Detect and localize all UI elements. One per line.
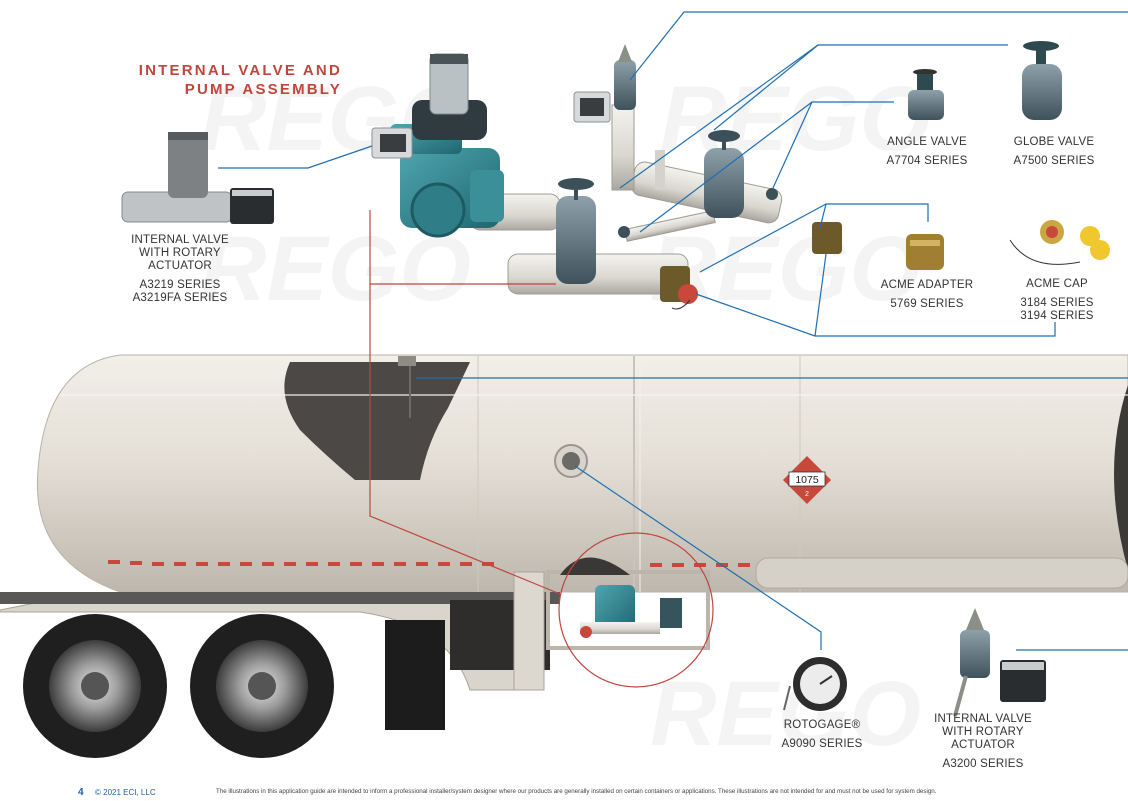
product-name: ACTUATOR	[951, 739, 1015, 751]
internal-valve-2-image	[953, 608, 1046, 717]
label-internal-valve-rotary: INTERNAL VALVE WITH ROTARY ACTUATOR A321…	[110, 234, 250, 305]
label-globe-valve: GLOBE VALVE A7500 SERIES	[992, 136, 1116, 168]
product-series: A7704 SERIES	[886, 155, 968, 167]
disclaimer: The illustrations in this application gu…	[216, 788, 937, 795]
wheel	[190, 614, 334, 758]
globe-valve-image	[1022, 41, 1062, 120]
product-name: ROTOGAGE®	[783, 719, 861, 731]
label-acme-cap: ACME CAP 3184 SERIES 3194 SERIES	[1000, 278, 1114, 323]
watermark: REGO	[660, 68, 931, 170]
copyright: © 2021 ECI, LLC	[95, 788, 156, 797]
product-series: A9090 SERIES	[781, 738, 863, 750]
section-title-line: INTERNAL VALVE AND	[138, 62, 342, 79]
globe-valve-2	[704, 130, 744, 218]
product-series: 3194 SERIES	[1020, 310, 1094, 322]
watermark: REGO	[650, 218, 921, 320]
label-acme-adapter: ACME ADAPTER 5769 SERIES	[868, 279, 986, 311]
product-series: 3184 SERIES	[1020, 297, 1094, 309]
hazmat-number: 1075	[795, 474, 819, 486]
product-name: WITH ROTARY	[942, 726, 1024, 738]
label-rotogage: ROTOGAGE® A9090 SERIES	[760, 719, 884, 751]
product-name: GLOBE VALVE	[1013, 136, 1095, 148]
section-title: INTERNAL VALVE AND PUMP ASSEMBLY	[116, 61, 342, 99]
globe-valve-1	[556, 178, 596, 284]
footer: 4 © 2021 ECI, LLC The illustrations in t…	[0, 787, 1128, 801]
pump-assembly	[371, 44, 842, 310]
product-name: INTERNAL VALVE	[934, 713, 1032, 725]
product-series: A3219FA SERIES	[132, 292, 228, 304]
product-series: A7500 SERIES	[1013, 155, 1095, 167]
product-name: ACME CAP	[1026, 278, 1088, 290]
rotogage-image	[783, 657, 847, 711]
internal-valve-image	[121, 132, 274, 224]
hazmat-placard: 1075 2	[782, 455, 832, 505]
product-name: INTERNAL VALVE	[131, 234, 229, 246]
product-name: ACME ADAPTER	[880, 279, 974, 291]
page-number: 4	[78, 787, 84, 798]
acme-cap-image	[1009, 220, 1110, 265]
hazmat-class: 2	[805, 491, 809, 498]
label-angle-valve: ANGLE VALVE A7704 SERIES	[868, 136, 986, 168]
watermark: REGO	[200, 218, 471, 320]
section-title-line: PUMP ASSEMBLY	[184, 81, 342, 98]
product-series: A3219 SERIES	[139, 279, 221, 291]
product-name: WITH ROTARY	[139, 247, 221, 259]
label-internal-valve-rotary-2: INTERNAL VALVE WITH ROTARY ACTUATOR A320…	[920, 713, 1046, 771]
acme-adapter-image	[906, 234, 944, 270]
wheel	[23, 614, 167, 758]
angle-valve-image	[908, 69, 944, 120]
product-series: A3200 SERIES	[942, 758, 1024, 770]
product-name: ANGLE VALVE	[887, 136, 967, 148]
callout-lines	[218, 11, 1128, 651]
detail-callout	[369, 210, 714, 688]
product-name: ACTUATOR	[148, 260, 212, 272]
tanker-trailer: 1075 2	[0, 354, 1128, 758]
product-series: 5769 SERIES	[890, 298, 964, 310]
watermark: REGO	[650, 663, 921, 765]
